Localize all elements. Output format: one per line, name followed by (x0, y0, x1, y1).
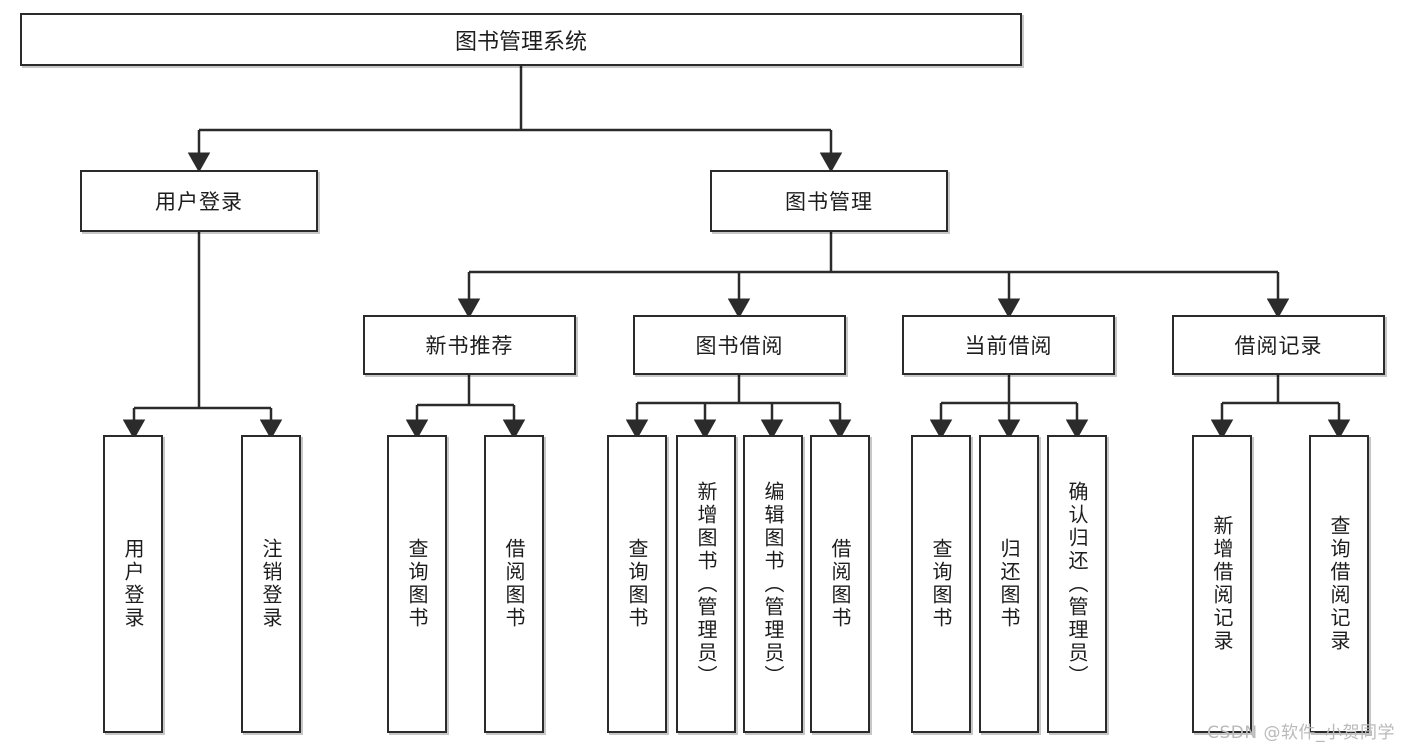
leaf-borrow-edit-book-admin[interactable]: 编辑图书（管理员） (743, 435, 803, 733)
leaf-recommend-query-book[interactable]: 查询图书 (387, 435, 447, 733)
leaf-borrow-add-book-admin[interactable]: 新增图书（管理员） (676, 435, 736, 733)
node-label: 借阅图书 (502, 538, 526, 630)
node-label: 用户登录 (155, 190, 243, 214)
node-label: 查询借阅记录 (1327, 515, 1351, 653)
node-label: 图书管理系统 (454, 29, 587, 55)
leaf-record-query-record[interactable]: 查询借阅记录 (1309, 435, 1369, 733)
node-label: 新增图书（管理员） (694, 480, 718, 688)
node-book-management[interactable]: 图书管理 (710, 170, 948, 232)
leaf-user-login-login[interactable]: 用户登录 (103, 435, 163, 733)
leaf-borrow-borrow-book[interactable]: 借阅图书 (810, 435, 870, 733)
leaf-record-add-record[interactable]: 新增借阅记录 (1192, 435, 1252, 733)
csdn-watermark: CSDN @软件_小贺同学 (1207, 723, 1395, 743)
node-user-login[interactable]: 用户登录 (80, 170, 318, 232)
node-label: 注销登录 (259, 538, 283, 630)
node-label: 新书推荐 (425, 334, 514, 358)
leaf-user-login-logout[interactable]: 注销登录 (241, 435, 301, 733)
leaf-borrow-query-book[interactable]: 查询图书 (607, 435, 667, 733)
leaf-recommend-borrow-book[interactable]: 借阅图书 (484, 435, 544, 733)
node-label: 借阅图书 (828, 538, 852, 630)
node-label: 查询图书 (405, 538, 429, 630)
node-label: 查询图书 (929, 538, 953, 630)
node-label: 归还图书 (997, 538, 1021, 630)
leaf-current-query-book[interactable]: 查询图书 (911, 435, 971, 733)
node-label: 图书管理 (785, 190, 873, 214)
leaf-current-confirm-return-admin[interactable]: 确认归还（管理员） (1047, 435, 1107, 733)
node-label: 当前借阅 (964, 334, 1053, 358)
node-label: 编辑图书（管理员） (761, 480, 785, 688)
node-label: 确认归还（管理员） (1065, 480, 1089, 688)
node-label: 查询图书 (625, 538, 649, 630)
node-book-borrow[interactable]: 图书借阅 (633, 315, 846, 375)
node-label: 新增借阅记录 (1210, 515, 1234, 653)
node-label: 用户登录 (121, 538, 145, 630)
node-label: 借阅记录 (1234, 334, 1323, 358)
node-new-book-recommend[interactable]: 新书推荐 (363, 315, 576, 375)
node-label: 图书借阅 (695, 334, 784, 358)
node-current-borrow[interactable]: 当前借阅 (902, 315, 1115, 375)
node-borrow-record[interactable]: 借阅记录 (1172, 315, 1385, 375)
node-root-system[interactable]: 图书管理系统 (20, 13, 1022, 66)
leaf-current-return-book[interactable]: 归还图书 (979, 435, 1039, 733)
